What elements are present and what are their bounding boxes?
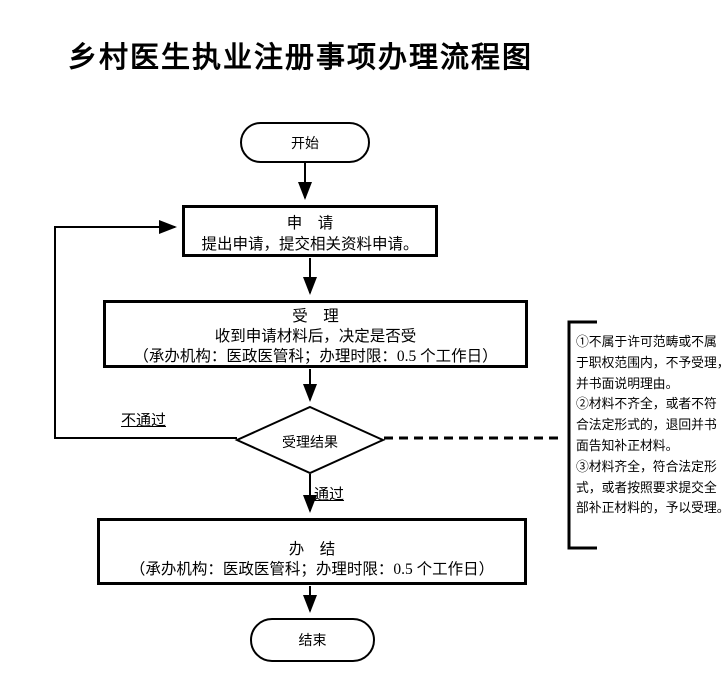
- complete-title: 办 结: [288, 541, 336, 558]
- start-label: 开始: [291, 136, 319, 152]
- accept-desc-1: 收到申请材料后，决定是否受: [214, 328, 417, 345]
- edge-label-pass: 通过: [314, 487, 345, 503]
- annotation-line: ①不属于许可范畴或不属: [576, 335, 717, 349]
- annotation-line: 于职权范围内，不予受理，: [576, 355, 728, 370]
- flow-node-end: 结束: [250, 618, 375, 662]
- annotation-line: 并书面说明理由。: [576, 376, 679, 391]
- page-title: 乡村医生执业注册事项办理流程图: [68, 42, 534, 74]
- flow-node-accept: 受 理 收到申请材料后，决定是否受 （承办机构：医政医管科；办理时限：0.5 个…: [103, 300, 528, 368]
- apply-title: 申 请: [286, 215, 334, 232]
- annotation-line: 面告知补正材料。: [576, 438, 679, 453]
- annotation-bracket: [567, 320, 597, 550]
- accept-title: 受 理: [292, 308, 339, 325]
- annotation-line: 合法定形式的，退回并书: [576, 418, 717, 433]
- annotation-line: 式，或者按照要求提交全: [576, 480, 717, 495]
- decision-label: 受理结果: [282, 436, 338, 451]
- annotation-note: ①不属于许可范畴或不属 于职权范围内，不予受理， 并书面说明理由。 ②材料不齐全…: [576, 332, 728, 519]
- edge-fail-loopback: [54, 220, 237, 439]
- annotation-line: 部补正材料的，予以受理。: [576, 501, 728, 516]
- decision-diamond: [234, 405, 386, 475]
- accept-desc-2: （承办机构：医政医管科；办理时限：0.5 个工作日）: [133, 348, 498, 365]
- flow-node-apply: 申 请 提出申请，提交相关资料申请。: [182, 205, 438, 257]
- complete-desc: （承办机构：医政医管科；办理时限：0.5 个工作日）: [129, 561, 495, 578]
- apply-desc: 提出申请，提交相关资料申请。: [201, 236, 419, 253]
- end-label: 结束: [298, 634, 327, 649]
- flow-node-complete: 办 结 （承办机构：医政医管科；办理时限：0.5 个工作日）: [97, 518, 527, 585]
- annotation-line: ②材料不齐全，或者不符: [576, 397, 717, 412]
- annotation-line: ③材料齐全，符合法定形: [576, 459, 717, 474]
- flow-node-start: 开始: [240, 122, 370, 163]
- edge-label-fail: 不通过: [121, 413, 167, 429]
